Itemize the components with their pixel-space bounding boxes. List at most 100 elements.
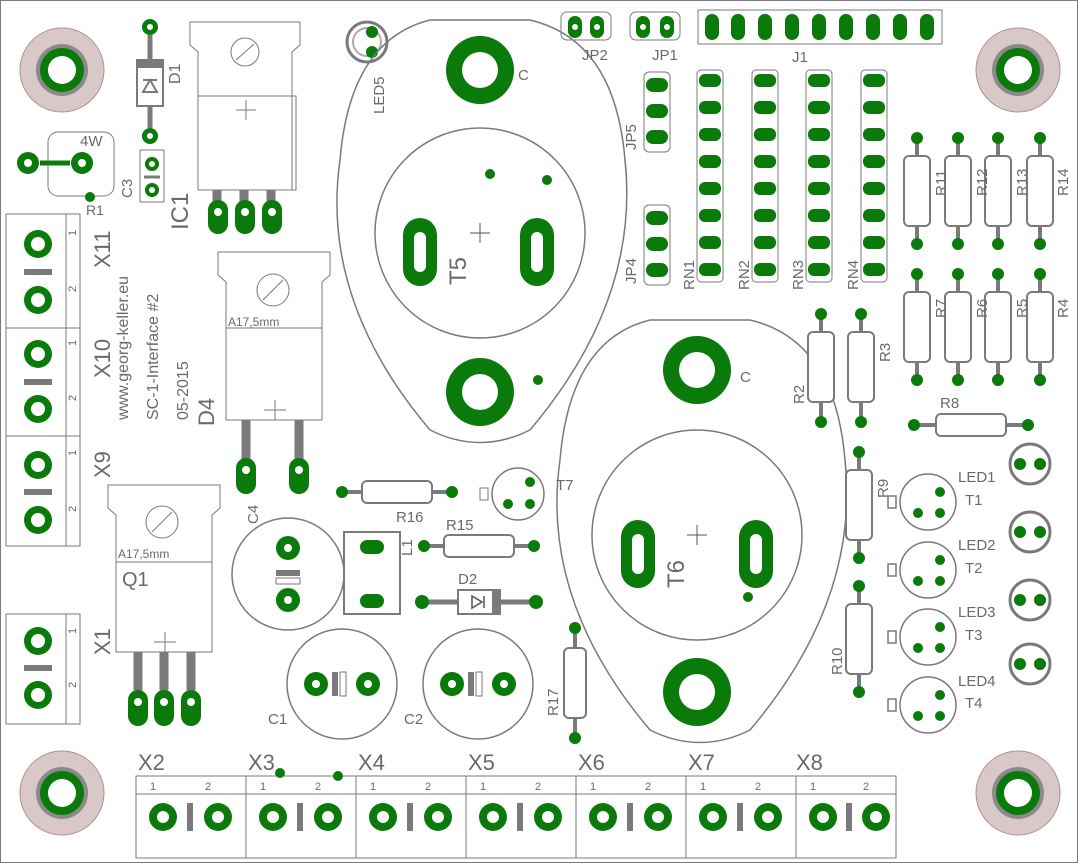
pin-label: 1 — [150, 781, 156, 793]
label-t6: T6 — [663, 560, 690, 588]
label-t6-collector: C — [740, 369, 751, 386]
label-jp4: JP4 — [623, 258, 640, 284]
label-ic1: IC1 — [167, 193, 194, 230]
pin-label: 1 — [810, 781, 816, 793]
resistor-bank-lower — [903, 268, 1054, 386]
label-led3: LED3 — [958, 604, 996, 621]
resistor-4w — [17, 131, 115, 202]
label-jp1: JP1 — [652, 47, 678, 64]
resistor-r17 — [563, 622, 587, 744]
label-rn1: RN1 — [681, 260, 698, 290]
transistor-t7 — [479, 467, 545, 521]
label-x8: X8 — [796, 750, 823, 775]
header-j1 — [697, 9, 943, 45]
pin-label: 1 — [67, 628, 79, 634]
resistor-network-rn4 — [860, 69, 888, 283]
pin-label: 1 — [260, 781, 266, 793]
capacitor-c4 — [231, 517, 345, 631]
label-led4: LED4 — [958, 673, 996, 690]
label-j1: J1 — [792, 49, 808, 66]
mounting-hole-top-right — [975, 27, 1061, 113]
pin-label: 2 — [205, 781, 211, 793]
mounting-hole-top-left — [19, 27, 105, 113]
mounting-hole-bottom-right — [975, 750, 1061, 836]
label-x2: X2 — [138, 750, 165, 775]
label-r16: R16 — [396, 509, 424, 526]
label-t1: T1 — [965, 492, 983, 509]
resistor-r9-r10 — [845, 446, 873, 698]
pin-label: 1 — [67, 340, 79, 346]
label-rn4: RN4 — [845, 260, 862, 290]
resistor-network-rn2 — [751, 69, 779, 283]
label-c2: C2 — [404, 711, 423, 728]
label-t5-collector: C — [518, 67, 529, 84]
pin-label: 2 — [535, 781, 541, 793]
label-rn2: RN2 — [736, 260, 753, 290]
label-r12: R12 — [974, 168, 991, 196]
regulator-d4-pads — [236, 458, 309, 494]
label-t2: T2 — [965, 560, 983, 577]
label-d4: D4 — [194, 398, 219, 426]
label-x4: X4 — [358, 750, 385, 775]
regulator-ic1 — [189, 21, 301, 203]
label-r15: R15 — [446, 517, 474, 534]
credit-website: www.georg-keller.eu — [115, 276, 132, 421]
capacitor-c3 — [139, 149, 165, 203]
label-r1: R1 — [86, 202, 104, 218]
resistor-network-rn1 — [696, 69, 724, 283]
label-r7: R7 — [933, 299, 950, 318]
label-led1: LED1 — [958, 469, 996, 486]
terminal-left-pads — [24, 230, 52, 709]
label-r2: R2 — [791, 385, 808, 404]
label-r4: R4 — [1055, 299, 1072, 318]
jumper-jp5 — [643, 71, 671, 153]
label-r11: R11 — [933, 170, 950, 196]
label-x7: X7 — [688, 750, 715, 775]
label-led2: LED2 — [958, 537, 996, 554]
transistor-q1 — [107, 484, 221, 691]
label-q1: Q1 — [122, 569, 149, 591]
pin-label: 2 — [67, 506, 79, 512]
label-led5: LED5 — [371, 76, 388, 114]
pin-label: 2 — [755, 781, 761, 793]
label-x1: X1 — [90, 628, 115, 655]
label-r9: R9 — [875, 479, 892, 498]
label-x11: X11 — [90, 230, 115, 268]
label-x10: X10 — [90, 339, 115, 378]
diode-d1 — [136, 19, 164, 144]
terminal-x9 — [5, 435, 81, 547]
leds-1-4 — [1008, 442, 1052, 686]
label-c3: C3 — [119, 179, 136, 198]
regulator-ic1-pads — [208, 200, 282, 234]
resistor-bank-upper — [903, 132, 1054, 250]
pin-label: 2 — [315, 781, 321, 793]
label-r8: R8 — [940, 395, 959, 412]
pin-label: 1 — [67, 450, 79, 456]
pin-label: 1 — [67, 230, 79, 236]
resistor-r16 — [336, 480, 458, 504]
label-t5: T5 — [445, 257, 472, 285]
diode-d2 — [415, 589, 543, 615]
jumper-jp1 — [629, 11, 681, 41]
label-r6: R6 — [974, 299, 991, 318]
label-c1: C1 — [268, 711, 287, 728]
label-r14: R14 — [1055, 168, 1072, 196]
label-l1: L1 — [399, 539, 416, 556]
credit-project: SC-1-Interface #2 — [145, 294, 162, 420]
label-t3: T3 — [965, 627, 983, 644]
resistor-r8 — [908, 413, 1034, 437]
resistor-network-rn3 — [805, 69, 833, 283]
credit-date: 05-2015 — [175, 361, 192, 420]
label-heatsink-d4: A17,5mm — [228, 315, 279, 329]
capacitor-c1 — [286, 628, 398, 740]
label-jp2: JP2 — [582, 47, 608, 64]
transistor-t1-t4 — [887, 473, 957, 734]
label-t4: T4 — [965, 695, 983, 712]
transistor-t5 — [336, 19, 628, 444]
label-x9: X9 — [90, 451, 115, 478]
label-c4: C4 — [245, 505, 262, 524]
pin-label: 1 — [700, 781, 706, 793]
jumper-jp2 — [560, 11, 612, 41]
label-r17: R17 — [545, 688, 562, 716]
